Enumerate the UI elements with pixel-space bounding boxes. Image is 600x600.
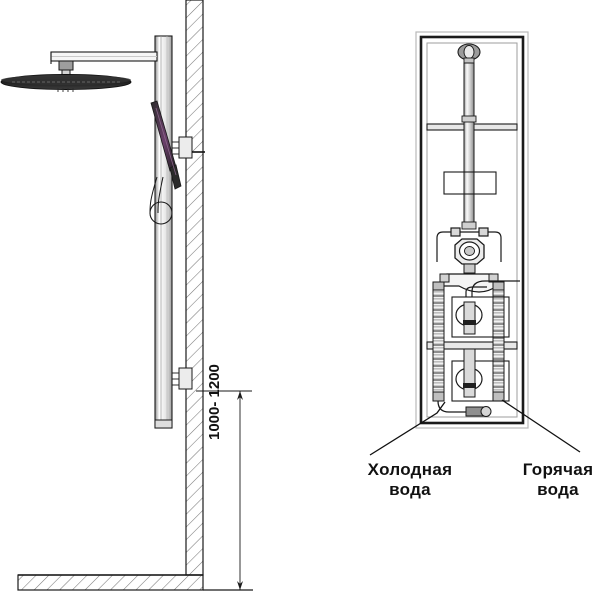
dimension-height xyxy=(196,390,252,590)
right-braided-hose xyxy=(492,281,505,402)
rain-shower-head xyxy=(0,74,132,92)
mixer-valve xyxy=(439,238,499,293)
callout-label-hot-water: Горячая вода xyxy=(522,460,594,499)
lower-wall-bracket xyxy=(172,367,193,390)
left-braided-hose xyxy=(432,281,445,402)
upper-outlet-box xyxy=(451,280,520,338)
shower-arm xyxy=(50,51,158,64)
callout-label-cold-water: Холодная вода xyxy=(367,460,453,499)
top-fitting xyxy=(457,43,481,64)
lower-outlet-box xyxy=(451,348,510,402)
callout-leader-hot xyxy=(501,399,581,453)
panel-shelf-box xyxy=(443,171,497,195)
hand-shower xyxy=(150,100,182,190)
callout-leader-cold xyxy=(369,401,446,456)
hatched-floor xyxy=(17,574,253,591)
riser-rail xyxy=(154,35,173,429)
dimension-label: 1000- 1200 xyxy=(206,364,223,440)
upper-wall-bracket xyxy=(172,136,205,159)
bottom-connector xyxy=(437,400,492,417)
supply-manifold xyxy=(436,227,502,262)
shower-hose xyxy=(149,176,173,225)
hatched-wall xyxy=(185,0,204,576)
vertical-supply-pipe xyxy=(461,62,477,230)
